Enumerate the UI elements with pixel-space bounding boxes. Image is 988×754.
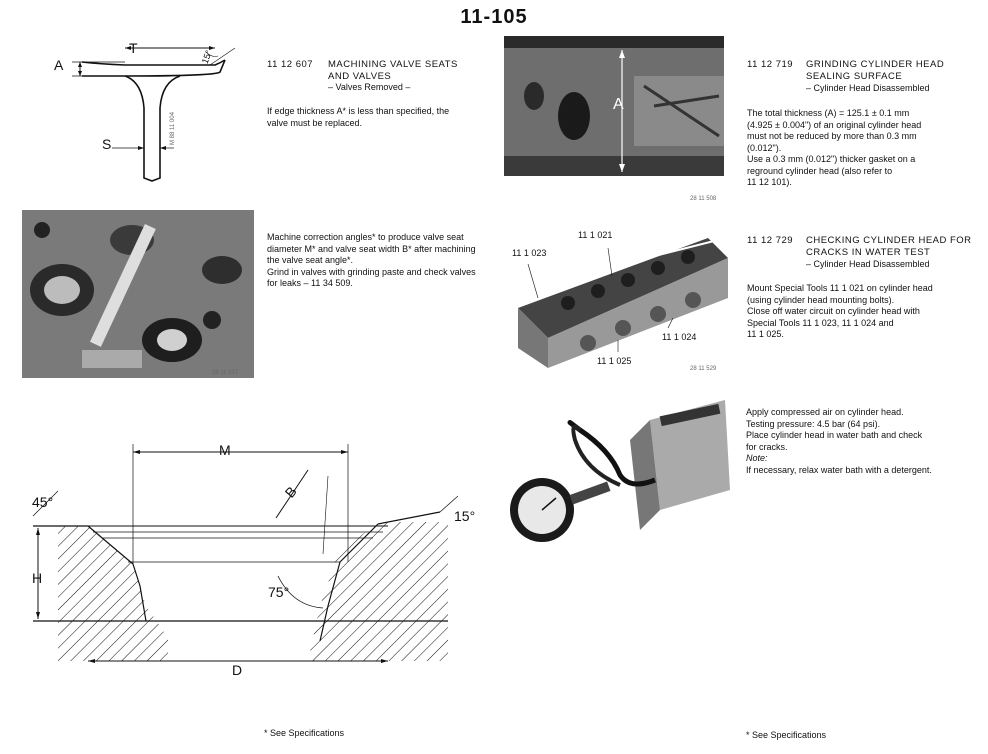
section-subtitle: – Valves Removed – (328, 82, 411, 92)
section-body: If edge thickness A* is less than specif… (267, 106, 450, 128)
section-body-5: Apply compressed air on cylinder head. T… (746, 407, 923, 452)
label-15deg: 15° (454, 508, 476, 524)
figure-id: M 88 11 004 (170, 112, 176, 145)
section-body-3: The total thickness (A) = 125.1 ± 0.1 mm… (747, 108, 922, 187)
label-S: S (102, 136, 112, 152)
label-75deg: 75° (268, 584, 290, 600)
label-45deg: 45° (32, 494, 54, 510)
label-H: H (32, 570, 43, 586)
section-code-3: 11 12 729 (747, 235, 794, 246)
tool-label-11-1-025: 11 1 025 (597, 356, 632, 366)
label-D: D (232, 662, 243, 678)
label-M: M (219, 442, 231, 458)
section-code: 11 12 607 (267, 59, 314, 70)
photo-valve-seat-machining (22, 210, 254, 378)
valve-seat-diagram (32, 444, 459, 663)
section-title: MACHINING VALVE SEATS AND VALVES (328, 59, 458, 82)
section-body-2: Machine correction angles* to produce va… (267, 232, 476, 288)
page-number: 11-105 (460, 6, 528, 28)
photo2-label-A: A (613, 96, 624, 113)
section-code-2: 11 12 719 (747, 59, 794, 70)
section-body-4: Mount Special Tools 11 1 021 on cylinder… (747, 283, 933, 339)
photo-cylinder-head-thickness (504, 36, 724, 176)
section-title-2: GRINDING CYLINDER HEAD SEALING SURFACE (806, 59, 945, 82)
note-label: Note: (746, 453, 768, 463)
footnote-left: * See Specifications (264, 728, 345, 738)
section-subtitle-2: – Cylinder Head Disassembled (806, 83, 930, 93)
section-title-3: CHECKING CYLINDER HEAD FOR CRACKS IN WAT… (806, 235, 972, 258)
label-T: T (129, 40, 138, 56)
tool-label-11-1-021: 11 1 021 (578, 230, 613, 240)
photo-pressure-test (500, 390, 735, 550)
note-text: If necessary, relax water bath with a de… (746, 465, 932, 475)
tool-label-11-1-024: 11 1 024 (662, 332, 697, 342)
tool-label-11-1-023: 11 1 023 (512, 248, 547, 258)
photo3-id: 28 11 529 (690, 366, 717, 372)
footnote-right: * See Specifications (746, 730, 827, 740)
photo2-id: 28 11 508 (690, 196, 717, 202)
photo1-id: 28 11 517 (212, 370, 239, 376)
section-subtitle-3: – Cylinder Head Disassembled (806, 259, 930, 269)
photo-special-tools (508, 228, 730, 372)
valve-diagram (72, 46, 236, 182)
label-A: A (54, 57, 64, 73)
